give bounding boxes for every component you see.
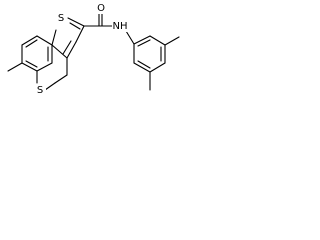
bond-methyl-right-top <box>164 36 180 46</box>
amide-nh-label: NH <box>113 21 128 32</box>
bond-thiopyran-2 <box>44 82 56 91</box>
bond-thiophene-3 <box>75 25 85 43</box>
bond-aryl-4 <box>149 62 166 73</box>
bond-methyl-left <box>7 62 23 72</box>
carbonyl-oxygen-label: O <box>97 3 105 14</box>
bond-layer <box>7 12 180 91</box>
thiophene-sulfur-label: S <box>58 13 64 24</box>
atom-label-layer: S O NH S <box>34 2 128 96</box>
bond-thiophene-double-1 <box>62 40 72 55</box>
bond-aryl-1 <box>133 35 151 45</box>
bond-aryl-double-3 <box>137 60 151 69</box>
bond-aryl-2 <box>149 35 166 46</box>
bond-benzene-double-3 <box>25 60 38 68</box>
bond-aryl-5 <box>133 62 151 73</box>
thiopyran-sulfur-label: S <box>37 85 43 96</box>
bond-thiophene-2 <box>66 41 77 59</box>
bond-thiophene-1 <box>51 29 57 46</box>
bond-aryl-double-1 <box>137 39 151 47</box>
bond-thiophene-4 <box>67 17 85 27</box>
bond-benzene-3 <box>36 35 53 46</box>
bond-thiopyran-3 <box>54 74 68 84</box>
bond-thiophene-double-2 <box>69 22 81 30</box>
bond-n-aryl <box>125 30 135 45</box>
chemical-structure-diagram: S O NH S <box>7 2 180 96</box>
bond-benzene-double-1 <box>25 39 38 48</box>
bond-benzene-2 <box>21 35 38 46</box>
bond-thiopyran-5 <box>51 44 68 59</box>
bond-benzene-6 <box>21 62 38 72</box>
bond-benzene-5 <box>36 62 53 72</box>
